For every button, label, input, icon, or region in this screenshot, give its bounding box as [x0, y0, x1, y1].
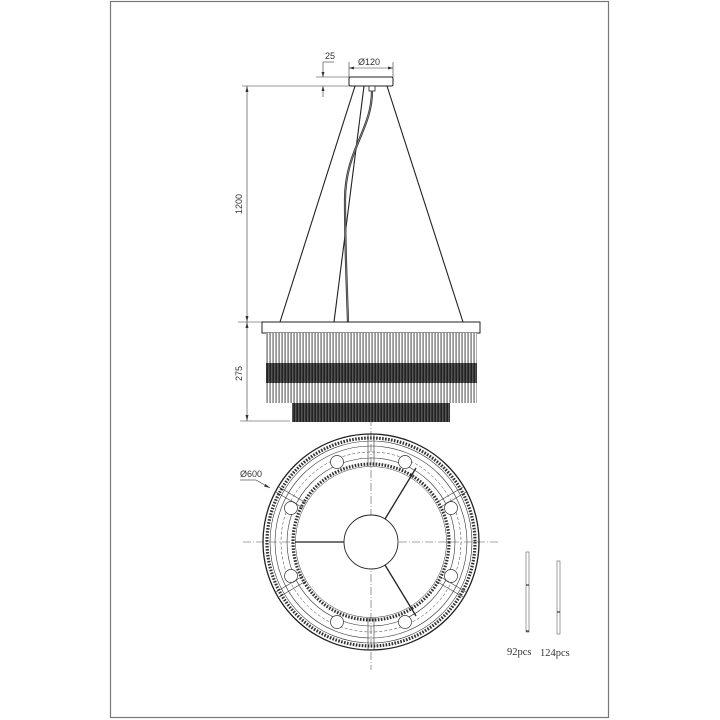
suspension-cable: [333, 85, 365, 323]
canopy: [348, 76, 394, 87]
suspension-cable: [279, 85, 356, 323]
hub-spoke: [384, 564, 417, 617]
body-diameter-label: Ø600: [240, 469, 262, 479]
dark-crystal-band: [266, 363, 477, 383]
inner-bead-ring: [291, 462, 451, 622]
elevation-view: Ø120 25 1200: [234, 51, 481, 422]
long-crystal-rod: 92pcs: [507, 551, 532, 658]
short-rod-count: 124pcs: [540, 648, 570, 659]
plan-view: Ø600: [240, 418, 499, 670]
body-height-label: 275: [234, 366, 244, 381]
suspension-cable: [386, 85, 464, 323]
short-crystal-rod: 124pcs: [540, 560, 570, 659]
canopy-diameter-label: Ø120: [358, 57, 380, 67]
light-sockets: [284, 455, 458, 629]
page-frame: [109, 0, 610, 719]
upper-crystal-tier: [266, 333, 477, 403]
lower-crystal-tier: [292, 403, 450, 422]
hub-spoke: [384, 467, 417, 520]
ring-plate: [261, 321, 481, 334]
crystal-parts: 92pcs 124pcs: [507, 551, 570, 659]
outer-ring: [262, 433, 480, 651]
canopy-height-label: 25: [325, 51, 335, 61]
long-rod-count: 92pcs: [507, 647, 532, 658]
center-hub: [343, 514, 399, 570]
suspension-length-label: 1200: [234, 194, 244, 214]
